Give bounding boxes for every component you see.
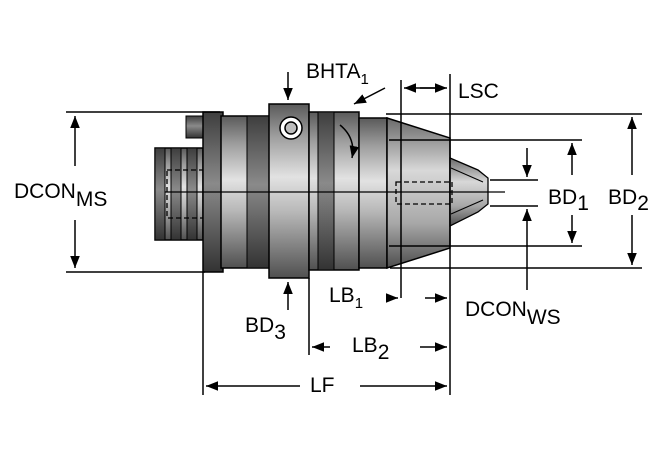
label-bd3: BD3 <box>245 314 286 344</box>
label-lsc: LSC <box>458 80 499 103</box>
screw-icon <box>279 116 303 140</box>
label-dcon-ms: DCONMS <box>14 180 107 211</box>
main-body <box>165 103 505 279</box>
label-bhta1: BHTA1 <box>306 60 369 88</box>
label-lf: LF <box>310 374 335 397</box>
label-bd1: BD1 <box>548 186 589 215</box>
label-lb2: LB2 <box>352 334 389 364</box>
shank <box>154 147 263 241</box>
dimension-lines <box>66 72 642 395</box>
label-bd2: BD2 <box>608 186 649 215</box>
label-lb1: LB1 <box>329 284 363 312</box>
label-dcon-ws: DCONWS <box>465 298 561 329</box>
